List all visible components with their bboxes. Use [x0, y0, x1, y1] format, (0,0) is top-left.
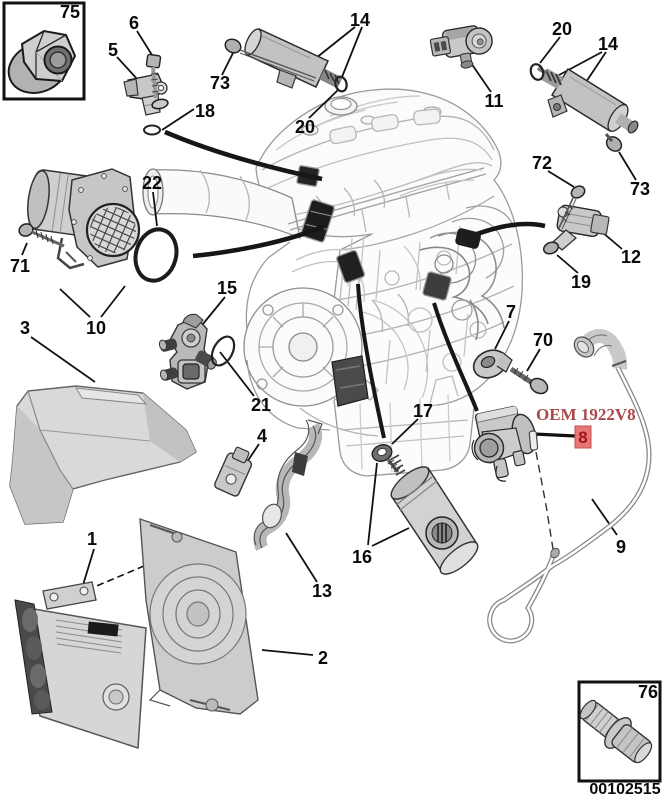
svg-text:75: 75	[60, 2, 80, 22]
svg-text:4: 4	[257, 426, 267, 446]
svg-text:00102515: 00102515	[589, 781, 660, 798]
svg-text:19: 19	[571, 272, 591, 292]
svg-text:76: 76	[638, 682, 658, 702]
svg-text:20: 20	[295, 117, 315, 137]
svg-text:2: 2	[318, 648, 328, 668]
svg-text:11: 11	[484, 91, 503, 111]
svg-text:73: 73	[210, 73, 230, 93]
svg-text:15: 15	[217, 278, 237, 298]
svg-text:6: 6	[129, 13, 139, 33]
svg-text:20: 20	[552, 19, 572, 39]
svg-text:73: 73	[630, 179, 650, 199]
svg-text:72: 72	[532, 153, 552, 173]
svg-text:10: 10	[86, 318, 106, 338]
svg-text:14: 14	[350, 10, 370, 30]
svg-text:71: 71	[10, 256, 30, 276]
svg-text:18: 18	[195, 101, 215, 121]
svg-text:12: 12	[621, 247, 641, 267]
svg-text:3: 3	[20, 318, 30, 338]
svg-text:22: 22	[142, 173, 162, 193]
svg-text:16: 16	[352, 547, 372, 567]
svg-text:5: 5	[108, 40, 118, 60]
svg-text:9: 9	[616, 537, 626, 557]
svg-text:14: 14	[598, 34, 618, 54]
svg-text:17: 17	[413, 401, 433, 421]
svg-text:OEM 1922V8: OEM 1922V8	[536, 405, 636, 424]
svg-text:21: 21	[251, 395, 271, 415]
svg-text:7: 7	[506, 302, 516, 322]
svg-text:70: 70	[533, 330, 553, 350]
svg-text:1: 1	[87, 529, 97, 549]
svg-text:13: 13	[312, 581, 332, 601]
svg-text:8: 8	[578, 428, 587, 447]
